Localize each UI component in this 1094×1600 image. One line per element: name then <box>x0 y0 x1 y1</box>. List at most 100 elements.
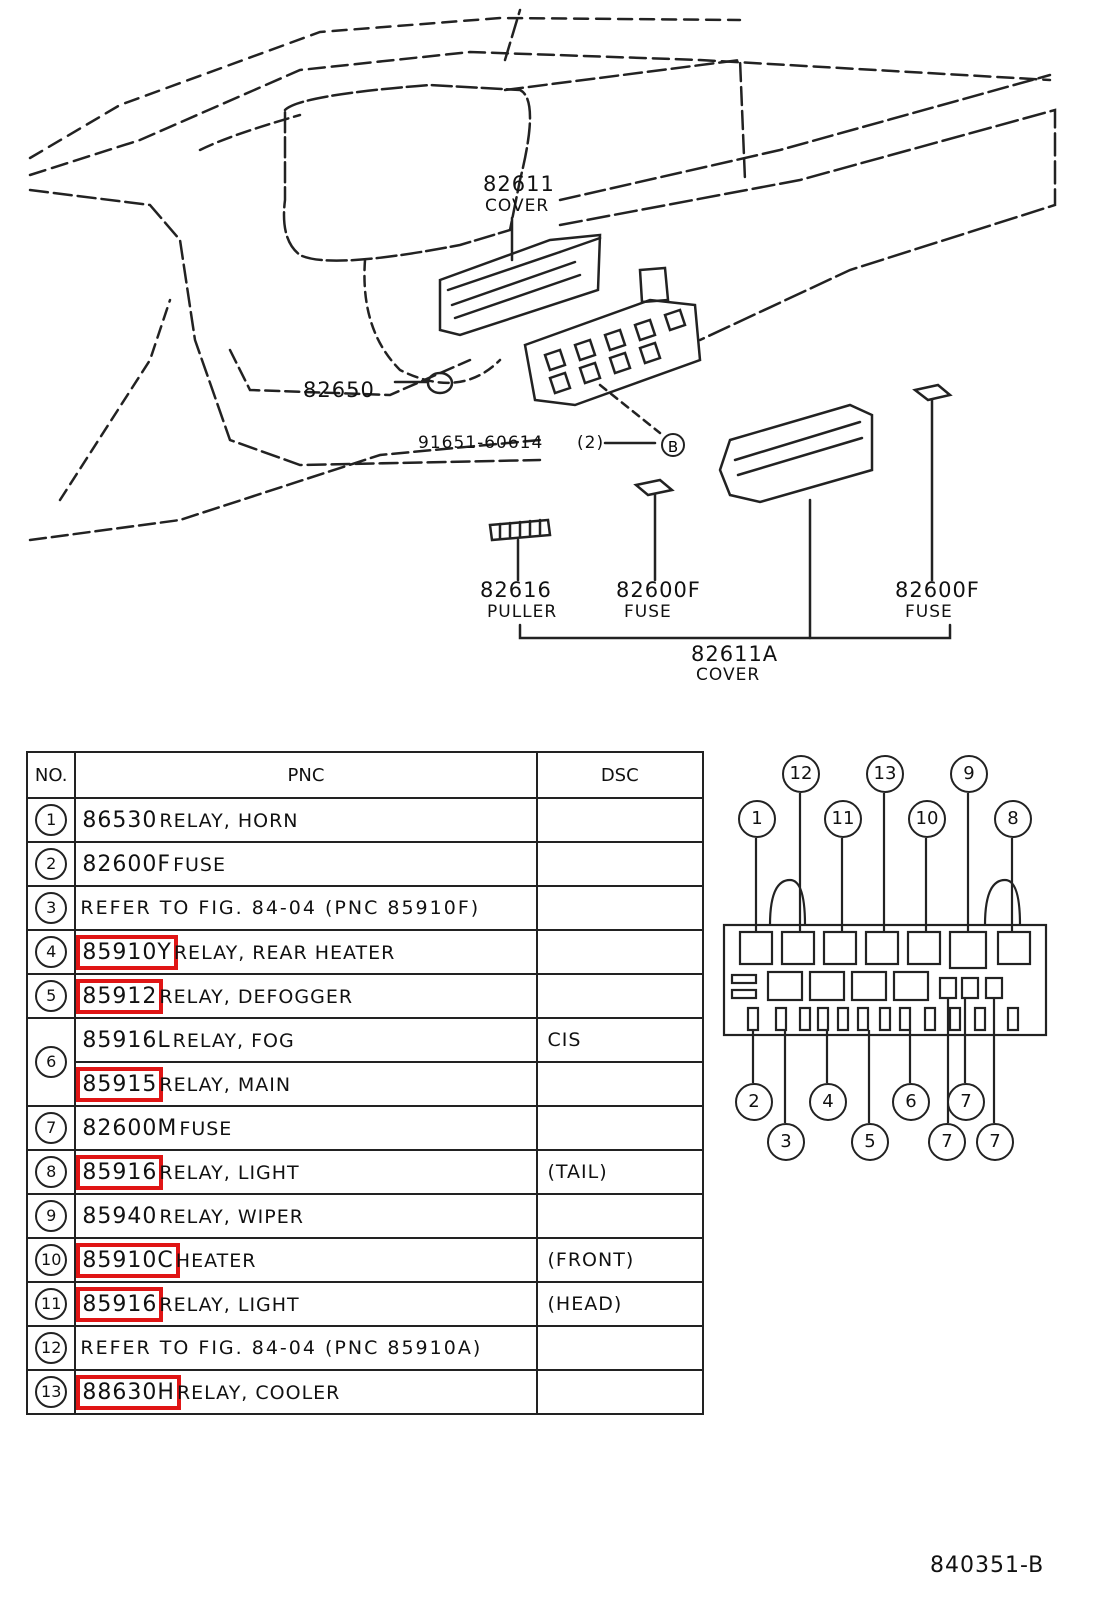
dashboard-outline-upper <box>28 16 742 160</box>
row-number-badge: 6 <box>35 1046 68 1078</box>
clip-82650 <box>393 371 454 395</box>
part-code-highlighted[interactable]: 85912 <box>77 978 164 1014</box>
marker-b-label: B <box>668 438 678 456</box>
callout-82611a-number: 82611A <box>691 642 779 666</box>
dsc-cell <box>535 929 704 975</box>
row-number-badge: 12 <box>35 1332 68 1364</box>
dsc-cell <box>535 1193 704 1239</box>
dsc-cell <box>535 841 704 887</box>
box-map-handle-left <box>768 878 807 926</box>
callout-82616-number: 82616 <box>480 578 552 602</box>
dashboard-lower-line <box>28 438 542 542</box>
callout-82611a-name: COVER <box>696 665 761 685</box>
header-pnc: PNC <box>74 751 538 799</box>
map-bubble: 5 <box>851 1123 889 1161</box>
dsc-cell <box>535 797 704 843</box>
callout-82600f-a-number: 82600F <box>616 578 701 602</box>
dsc-cell <box>535 885 704 931</box>
part-code[interactable]: 85916L <box>82 1027 171 1053</box>
cover-82611a <box>718 403 874 504</box>
map-bubble: 7 <box>947 1083 985 1121</box>
part-code-highlighted[interactable]: 85910Y <box>77 934 178 970</box>
part-description: RELAY, REAR HEATER <box>173 941 396 964</box>
dsc-cell: (HEAD) <box>535 1281 704 1327</box>
map-bubble: 6 <box>892 1083 930 1121</box>
part-code[interactable]: 82600M <box>82 1115 178 1141</box>
leader-91651-diag <box>598 383 662 435</box>
part-code[interactable]: 82600F <box>82 851 172 877</box>
row-number-badge: 11 <box>35 1288 68 1320</box>
row-number-badge: 4 <box>35 936 68 968</box>
glovebox-arc <box>363 258 502 385</box>
part-description: RELAY, MAIN <box>159 1073 292 1096</box>
part-description: RELAY, LIGHT <box>159 1293 300 1316</box>
part-code[interactable]: 85940 <box>82 1203 158 1229</box>
map-bubble: 9 <box>950 755 988 793</box>
dsc-cell <box>535 973 704 1019</box>
callout-82600f-b-number: 82600F <box>895 578 980 602</box>
part-description: FUSE <box>179 1117 233 1140</box>
dashboard-edge-right <box>558 73 1052 202</box>
map-bubble: 1 <box>738 800 776 838</box>
puller-82616 <box>488 518 552 542</box>
callout-91651-qty: (2) <box>577 433 605 453</box>
column-lines <box>503 8 747 182</box>
header-no: NO. <box>25 751 77 799</box>
table-row: 12 REFER TO FIG. 84-04 (PNC 85910A) <box>25 1325 704 1371</box>
part-code-highlighted[interactable]: 85916 <box>77 1154 164 1190</box>
callout-82611-number: 82611 <box>483 172 555 196</box>
fuse-box-cover-82611 <box>438 233 602 337</box>
console-outline <box>198 113 472 397</box>
part-code[interactable]: 86530 <box>82 807 158 833</box>
figure-reference[interactable]: REFER TO FIG. 84-04 (PNC 85910F) <box>80 897 481 919</box>
header-dsc: DSC <box>535 751 704 799</box>
fuse-shape-a <box>633 478 675 497</box>
row-number-badge: 1 <box>35 804 68 836</box>
fuse-shape-b <box>912 383 953 402</box>
map-bubble: 13 <box>866 755 904 793</box>
map-bubble: 3 <box>767 1123 805 1161</box>
part-code-highlighted[interactable]: 85915 <box>77 1066 164 1102</box>
map-bubble: 8 <box>994 800 1032 838</box>
dsc-cell <box>535 1061 704 1107</box>
map-bubble: 12 <box>782 755 820 793</box>
dsc-cell <box>535 1325 704 1371</box>
part-description: FUSE <box>173 853 226 876</box>
callout-82650-number: 82650 <box>303 378 375 402</box>
relay-block <box>523 266 702 407</box>
row-number-badge: 5 <box>35 980 68 1012</box>
map-bubble: 2 <box>735 1083 773 1121</box>
map-bubble: 11 <box>824 800 862 838</box>
marker-b-circle <box>661 433 685 457</box>
dsc-cell: (TAIL) <box>535 1149 704 1195</box>
part-code-highlighted[interactable]: 85910C <box>77 1242 180 1278</box>
callout-82616-name: PULLER <box>487 602 558 622</box>
dsc-cell: (FRONT) <box>535 1237 704 1283</box>
part-code-highlighted[interactable]: 85916 <box>77 1286 164 1322</box>
part-description: RELAY, WIPER <box>159 1205 304 1228</box>
map-bubble: 10 <box>908 800 946 838</box>
figure-reference[interactable]: REFER TO FIG. 84-04 (PNC 85910A) <box>80 1337 483 1359</box>
callout-82611-name: COVER <box>485 196 550 216</box>
box-map-handle-right <box>983 878 1022 926</box>
table-row: 3 REFER TO FIG. 84-04 (PNC 85910F) <box>25 885 704 931</box>
dsc-cell <box>535 1105 704 1151</box>
dashboard-outline-lower <box>28 50 1052 177</box>
table-header-row: NO. PNC DSC <box>25 751 704 799</box>
part-description: RELAY, HORN <box>159 809 299 832</box>
row-number-badge: 3 <box>35 892 68 924</box>
map-bubble: 7 <box>928 1123 966 1161</box>
figure-id: 840351-B <box>930 1553 1045 1578</box>
row-number-badge: 7 <box>35 1112 68 1144</box>
part-code-highlighted[interactable]: 88630H <box>77 1374 181 1410</box>
